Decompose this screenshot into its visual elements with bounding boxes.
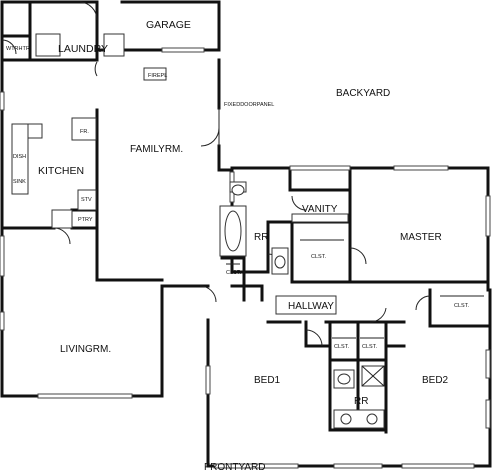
fixed-door-panel-label: FIXEDDOORPANEL [224,102,274,108]
doors [1,1,431,347]
windows [0,47,491,469]
garage-label: GARAGE [146,19,191,31]
vanity-label: VANITY [302,204,338,215]
fixtures [11,33,484,429]
master-rr-label: RR [254,232,268,243]
bed1-label: BED1 [254,375,281,386]
firepl-label: FIREPL [148,73,167,79]
hallway-label: HALLWAY [288,301,334,312]
master-label: MASTER [400,232,442,243]
master-closet-label: CLST. [311,254,326,260]
interior-walls [0,0,490,434]
backyard-label: BACKYARD [336,88,390,99]
sink-label: SINK [13,179,26,185]
frontyard-label: FRONTYARD [204,462,265,473]
stove-label: STV [81,197,92,203]
bed1-closet-label: CLST. [334,344,349,350]
laundry-label: LAUNDRY [58,43,108,55]
pantry-label: PTRY [78,217,93,223]
dish-label: DISH [13,154,26,160]
corner-closet-label: CLST. [454,303,469,309]
kitchen-label: KITCHEN [38,165,84,177]
family-room-label: FAMILYRM. [130,144,183,155]
wtrhtr-label: WTRHTR. [6,46,32,52]
room-labels: GARAGE LAUNDRY WTRHTR. FIREPL FIXEDDOORP… [6,19,469,473]
living-room-label: LIVINGRM. [60,344,111,355]
bed2-label: BED2 [422,375,449,386]
bed2-closet-label: CLST. [362,344,377,350]
hall-rr-label: RR [354,396,368,407]
fridge-label: FR. [80,129,89,135]
hall-closet-label: CLST. [226,270,241,276]
